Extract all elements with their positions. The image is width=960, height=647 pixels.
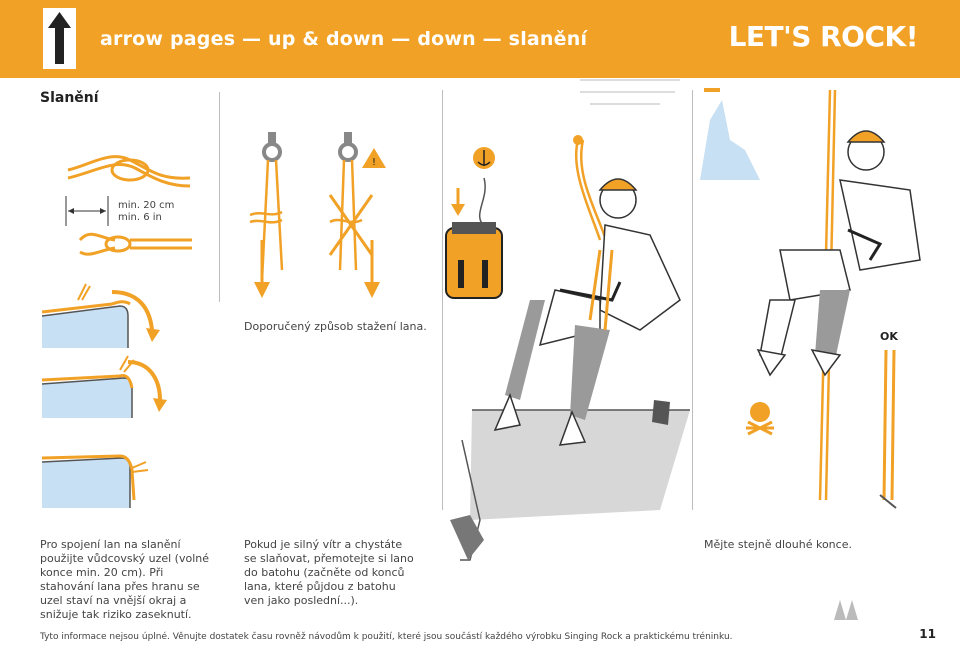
- column-text-1: Pro spojení lan na slanění použijte vůdc…: [40, 538, 210, 621]
- divider: [692, 90, 693, 510]
- divider: [442, 90, 443, 510]
- measure-in: min. 6 in: [118, 212, 162, 223]
- measure-cm: min. 20 cm: [118, 200, 175, 211]
- header-title: arrow pages — up & down — down — slanění: [100, 28, 588, 50]
- up-arrow-icon: [43, 8, 76, 69]
- knot-length-label: min. 20 cm min. 6 in: [118, 200, 174, 224]
- section-title: Slanění: [40, 90, 99, 106]
- rope-pulling-illustration: !: [249, 132, 386, 298]
- svg-text:!: !: [372, 157, 376, 168]
- divider: [219, 92, 220, 302]
- ok-badge: OK: [880, 330, 898, 343]
- column-text-3: Mějte stejně dlouhé konce.: [704, 538, 852, 551]
- edge-sequence-illustration: [41, 283, 167, 508]
- page-number: 11: [919, 627, 936, 641]
- brand-logo: LET'S ROCK!: [728, 20, 919, 53]
- footer-note: Tyto informace nejsou úplné. Věnujte dos…: [40, 632, 733, 642]
- recommended-caption: Doporučený způsob stažení lana.: [244, 320, 427, 333]
- header-band: arrow pages — up & down — down — slanění…: [0, 0, 960, 78]
- climber-scene-illustration: [450, 135, 690, 561]
- rope-bag-illustration: [445, 147, 503, 299]
- column-text-2: Pokud je silný vítr a chystáte se slaňov…: [244, 538, 414, 607]
